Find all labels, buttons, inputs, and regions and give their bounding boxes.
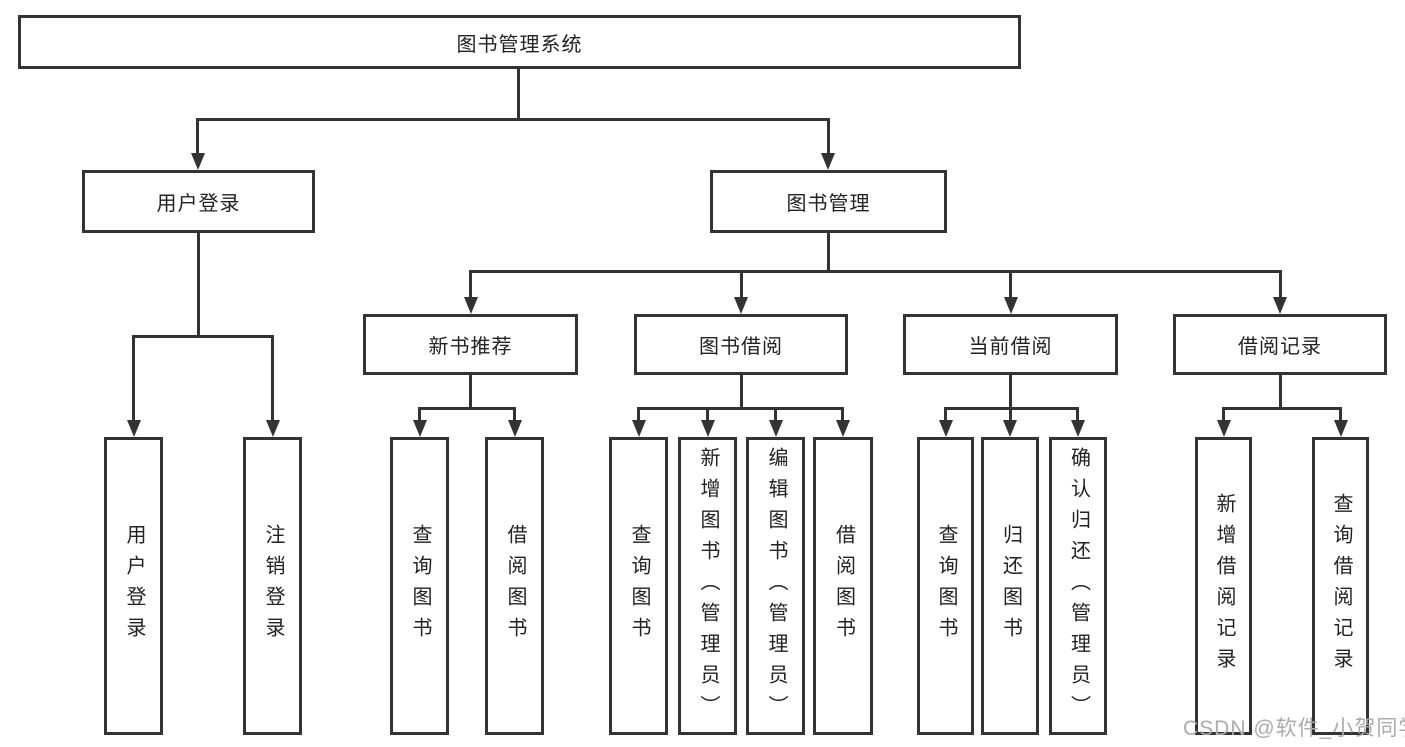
leaf-label: 新增借阅记录 (1213, 493, 1235, 679)
connector-book-mgmt-stem (827, 232, 830, 272)
connector-leaf-drop (132, 335, 135, 423)
arrow-down-icon (1071, 420, 1085, 437)
arrow-down-icon (127, 420, 141, 437)
connector-level1-fork (197, 118, 830, 121)
leaf-label: 查询图书 (935, 524, 957, 648)
csdn-watermark: CSDN @软件_小贺同学 (1183, 717, 1405, 740)
connector-root-stem (517, 69, 520, 119)
leaf-borrow-books-recommend: 借阅图书 (485, 437, 544, 735)
leaf-confirm-return-admin: 确认归还（管理员） (1049, 437, 1107, 735)
leaf-edit-book-admin: 编辑图书（管理员） (746, 437, 805, 735)
connector-leaf-drop (774, 407, 777, 423)
arrow-down-icon (939, 420, 953, 437)
leaf-label: 注销登录 (262, 524, 284, 648)
leaf-label: 查询图书 (628, 524, 650, 648)
leaf-add-book-admin: 新增图书（管理员） (678, 437, 737, 735)
connector-borrow-stem (740, 375, 743, 409)
connector-borrow-fork (637, 407, 844, 410)
arrow-down-icon (1217, 420, 1231, 437)
connector-leaf-drop (637, 407, 640, 423)
connector-leaf-drop (1339, 407, 1342, 423)
leaf-query-books-current: 查询图书 (917, 437, 974, 735)
arrow-down-icon (769, 420, 783, 437)
leaf-label: 归还图书 (999, 524, 1022, 648)
connector-leaf-drop (1009, 407, 1012, 423)
leaf-label: 查询借阅记录 (1330, 493, 1352, 679)
arrow-down-icon (1003, 420, 1017, 437)
leaf-add-borrow-record: 新增借阅记录 (1195, 437, 1252, 735)
connector-records-drop (1279, 270, 1282, 300)
node-user-login: 用户登录 (82, 170, 315, 233)
leaf-query-books-borrow: 查询图书 (609, 437, 668, 735)
arrow-down-icon (191, 153, 205, 170)
connector-records-fork (1222, 407, 1342, 410)
connector-leaf-drop (841, 407, 844, 423)
connector-user-login-drop (196, 118, 199, 158)
arrow-down-icon (836, 420, 850, 437)
arrow-down-icon (701, 420, 715, 437)
leaf-borrow-books: 借阅图书 (813, 437, 873, 735)
node-current-borrowing: 当前借阅 (903, 314, 1118, 375)
connector-recommend-drop (469, 270, 472, 300)
arrow-down-icon (464, 297, 478, 314)
arrow-down-icon (266, 420, 280, 437)
leaf-query-books-recommend: 查询图书 (390, 437, 449, 735)
leaf-label: 借阅图书 (504, 524, 526, 648)
node-borrowing-records: 借阅记录 (1173, 314, 1387, 375)
arrow-down-icon (508, 420, 522, 437)
connector-user-login-fork (132, 335, 274, 338)
node-book-borrowing: 图书借阅 (634, 314, 848, 375)
connector-leaf-drop (513, 407, 516, 423)
arrow-down-icon (734, 297, 748, 314)
leaf-user-login: 用户登录 (104, 437, 163, 735)
connector-recommend-stem (469, 375, 472, 409)
connector-book-mgmt-drop (827, 118, 830, 158)
arrow-down-icon (632, 420, 646, 437)
connector-user-login-stem (197, 232, 200, 338)
node-library-management-system: 图书管理系统 (18, 15, 1021, 69)
connector-recommend-fork (418, 407, 515, 410)
connector-current-stem (1009, 375, 1012, 409)
leaf-label: 查询图书 (409, 524, 431, 648)
connector-leaf-drop (944, 407, 947, 423)
arrow-down-icon (1334, 420, 1348, 437)
arrow-down-icon (413, 420, 427, 437)
connector-leaf-drop (271, 335, 274, 423)
connector-records-stem (1279, 375, 1282, 409)
leaf-label: 用户登录 (123, 524, 145, 648)
connector-leaf-drop (418, 407, 421, 423)
connector-level2-fork (470, 270, 1281, 273)
leaf-label: 借阅图书 (832, 524, 855, 648)
leaf-label: 新增图书（管理员） (697, 446, 719, 726)
connector-leaf-drop (1076, 407, 1079, 423)
connector-leaf-drop (706, 407, 709, 423)
arrow-down-icon (1273, 297, 1287, 314)
connector-current-drop (1009, 270, 1012, 300)
leaf-label: 确认归还（管理员） (1067, 446, 1090, 726)
connector-leaf-drop (1222, 407, 1225, 423)
node-book-management: 图书管理 (710, 170, 947, 233)
connector-borrow-drop (740, 270, 743, 300)
leaf-logout: 注销登录 (243, 437, 302, 735)
leaf-return-books: 归还图书 (981, 437, 1039, 735)
node-new-book-recommendation: 新书推荐 (363, 314, 578, 375)
leaf-label: 编辑图书（管理员） (765, 446, 787, 726)
leaf-query-borrow-record: 查询借阅记录 (1312, 437, 1369, 735)
arrow-down-icon (1004, 297, 1018, 314)
arrow-down-icon (821, 153, 835, 170)
